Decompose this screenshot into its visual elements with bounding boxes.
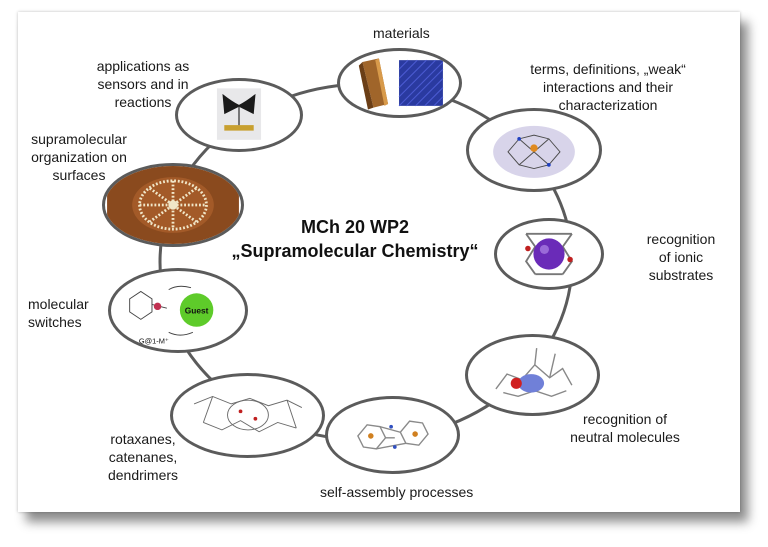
node-materials	[337, 48, 462, 118]
neutral-complex-image	[495, 348, 573, 398]
surface-wheel-image	[107, 166, 239, 244]
sensor-image	[216, 88, 262, 140]
ionic-line-1: recognition	[646, 231, 716, 247]
surfaces-line-3: surfaces	[52, 167, 106, 183]
label-neutral: recognition of neutral molecules	[560, 410, 690, 446]
node-surfaces	[102, 163, 244, 247]
ionic-line-2: of ionic	[658, 249, 704, 265]
title-line-1: MCh 20 WP2	[300, 217, 410, 237]
neutral-line-2: neutral molecules	[570, 429, 680, 445]
rotaxane-image	[193, 395, 303, 433]
terms-line-3: characterization	[558, 97, 658, 113]
interaction-model-image	[493, 125, 575, 178]
terms-line-2: interactions and their	[543, 79, 673, 95]
molecular-switch-image: Guest G@1-M⁺	[129, 285, 214, 345]
title-line-2: „Supramolecular Chemistry“	[231, 241, 479, 261]
terms-line-1: terms, definitions, „weak“	[530, 61, 686, 77]
label-terms: terms, definitions, „weak“ interactions …	[508, 60, 708, 114]
label-switches: molecular switches	[28, 295, 89, 331]
rotaxanes-line-1: rotaxanes,	[110, 431, 176, 447]
sensors-line-3: reactions	[114, 94, 172, 110]
node-terms	[466, 108, 602, 192]
node-sensors	[175, 78, 303, 152]
sensors-line-1: applications as	[96, 58, 190, 74]
surfaces-line-1: supramolecular	[31, 131, 127, 147]
label-sensors: applications as sensors and in reactions	[78, 57, 208, 111]
neutral-line-1: recognition of	[582, 411, 668, 427]
central-title: MCh 20 WP2 „Supramolecular Chemistry“	[210, 215, 500, 263]
label-materials: materials	[373, 25, 430, 41]
sensors-line-2: sensors and in	[97, 76, 189, 92]
ionic-line-3: substrates	[648, 267, 714, 283]
materials-image	[358, 58, 444, 110]
guest-text: Guest	[185, 306, 209, 316]
label-surfaces: supramolecular organization on surfaces	[18, 130, 140, 184]
node-rotaxanes	[170, 373, 325, 458]
complex-text: G@1-M⁺	[139, 336, 169, 345]
surfaces-line-2: organization on	[31, 149, 127, 165]
label-selfassembly: self-assembly processes	[320, 484, 474, 500]
switches-line-2: switches	[28, 314, 82, 330]
node-neutral	[465, 334, 600, 416]
switches-line-1: molecular	[28, 296, 89, 312]
self-assembly-image	[357, 420, 429, 450]
ionic-complex-image	[524, 232, 574, 276]
node-ionic	[494, 218, 604, 290]
label-ionic: recognition of ionic substrates	[641, 230, 721, 284]
node-switches: Guest G@1-M⁺	[108, 268, 248, 353]
node-selfassembly	[325, 396, 460, 474]
rotaxanes-line-3: dendrimers	[107, 467, 179, 483]
rotaxanes-line-2: catenanes,	[108, 449, 178, 465]
label-rotaxanes: rotaxanes, catenanes, dendrimers	[98, 430, 188, 484]
